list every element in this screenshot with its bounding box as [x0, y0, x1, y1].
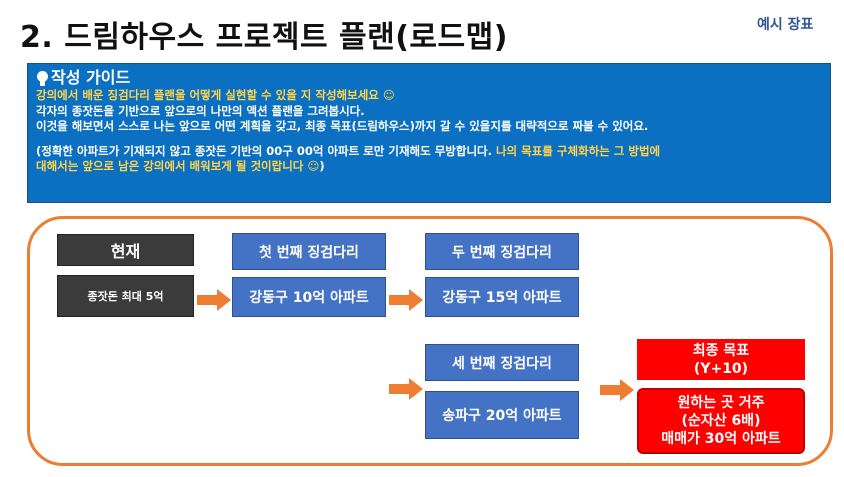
lightbulb-icon	[36, 70, 49, 87]
arrow-right-icon	[389, 378, 423, 400]
current-value: 종잣돈 최대 5억	[57, 275, 194, 317]
goal-label-line-2: (Y+10)	[693, 360, 749, 377]
guide-panel: 작성 가이드 강의에서 배운 징검다리 플랜을 어떻게 실현할 수 있을 지 작…	[27, 63, 831, 203]
step3-value: 송파구 20억 아파트	[425, 391, 579, 439]
arrow-right-icon	[197, 289, 231, 311]
step1-value: 강동구 10억 아파트	[232, 277, 386, 317]
step3-label: 세 번째 징검다리	[425, 344, 579, 381]
step2-label: 두 번째 징검다리	[425, 233, 579, 270]
guide-line-1: 강의에서 배운 징검다리 플랜을 어떻게 실현할 수 있을 지 작성해보세요 ☺	[36, 88, 395, 102]
sample-tag: 예시 장표	[757, 17, 814, 33]
guide-note-white: (정확한 아파트가 기재되지 않고 종잣돈 기반의 00구 00억 아파트 로만…	[36, 143, 492, 158]
guide-heading: 작성 가이드	[36, 68, 822, 88]
step2-value: 강동구 15억 아파트	[425, 277, 579, 317]
roadmap-frame	[27, 216, 833, 466]
goal-label: 최종 목표 (Y+10)	[637, 339, 805, 380]
guide-line-2: 각자의 종잣돈을 기반으로 앞으로의 나만의 액션 플랜을 그려봅시다.	[36, 103, 365, 118]
guide-note-yellow: 나의 목표를 구체화하는 그 방법에	[491, 143, 661, 158]
page-title: 2. 드림하우스 프로젝트 플랜(로드맵)	[20, 20, 508, 55]
guide-heading-text: 작성 가이드	[51, 68, 131, 87]
step1-label: 첫 번째 징검다리	[232, 233, 386, 270]
goal-label-line-1: 최종 목표	[692, 342, 750, 359]
guide-note-yellow-2: 대해서는 앞으로 남은 강의에서 배워보게 될 것이랍니다 ☺	[36, 159, 320, 173]
guide-line-3: 이것을 해보면서 스스로 나는 앞으로 어떤 계획을 갖고, 최종 목표(드림하…	[36, 119, 649, 133]
current-label: 현재	[57, 234, 194, 266]
guide-note-end: )	[319, 159, 325, 173]
goal-value: 원하는 곳 거주 (순자산 6배) 매매가 30억 아파트	[637, 388, 805, 454]
goal-value-line-3: 매매가 30억 아파트	[661, 431, 781, 447]
arrow-right-icon	[600, 379, 634, 401]
goal-value-line-2: (순자산 6배)	[681, 413, 761, 429]
goal-value-line-1: 원하는 곳 거주	[677, 395, 765, 411]
guide-note-line-2: 대해서는 앞으로 남은 강의에서 배워보게 될 것이랍니다 ☺)	[36, 159, 822, 175]
guide-note-line-1: (정확한 아파트가 기재되지 않고 종잣돈 기반의 00구 00억 아파트 로만…	[36, 144, 822, 160]
arrow-right-icon	[389, 289, 423, 311]
